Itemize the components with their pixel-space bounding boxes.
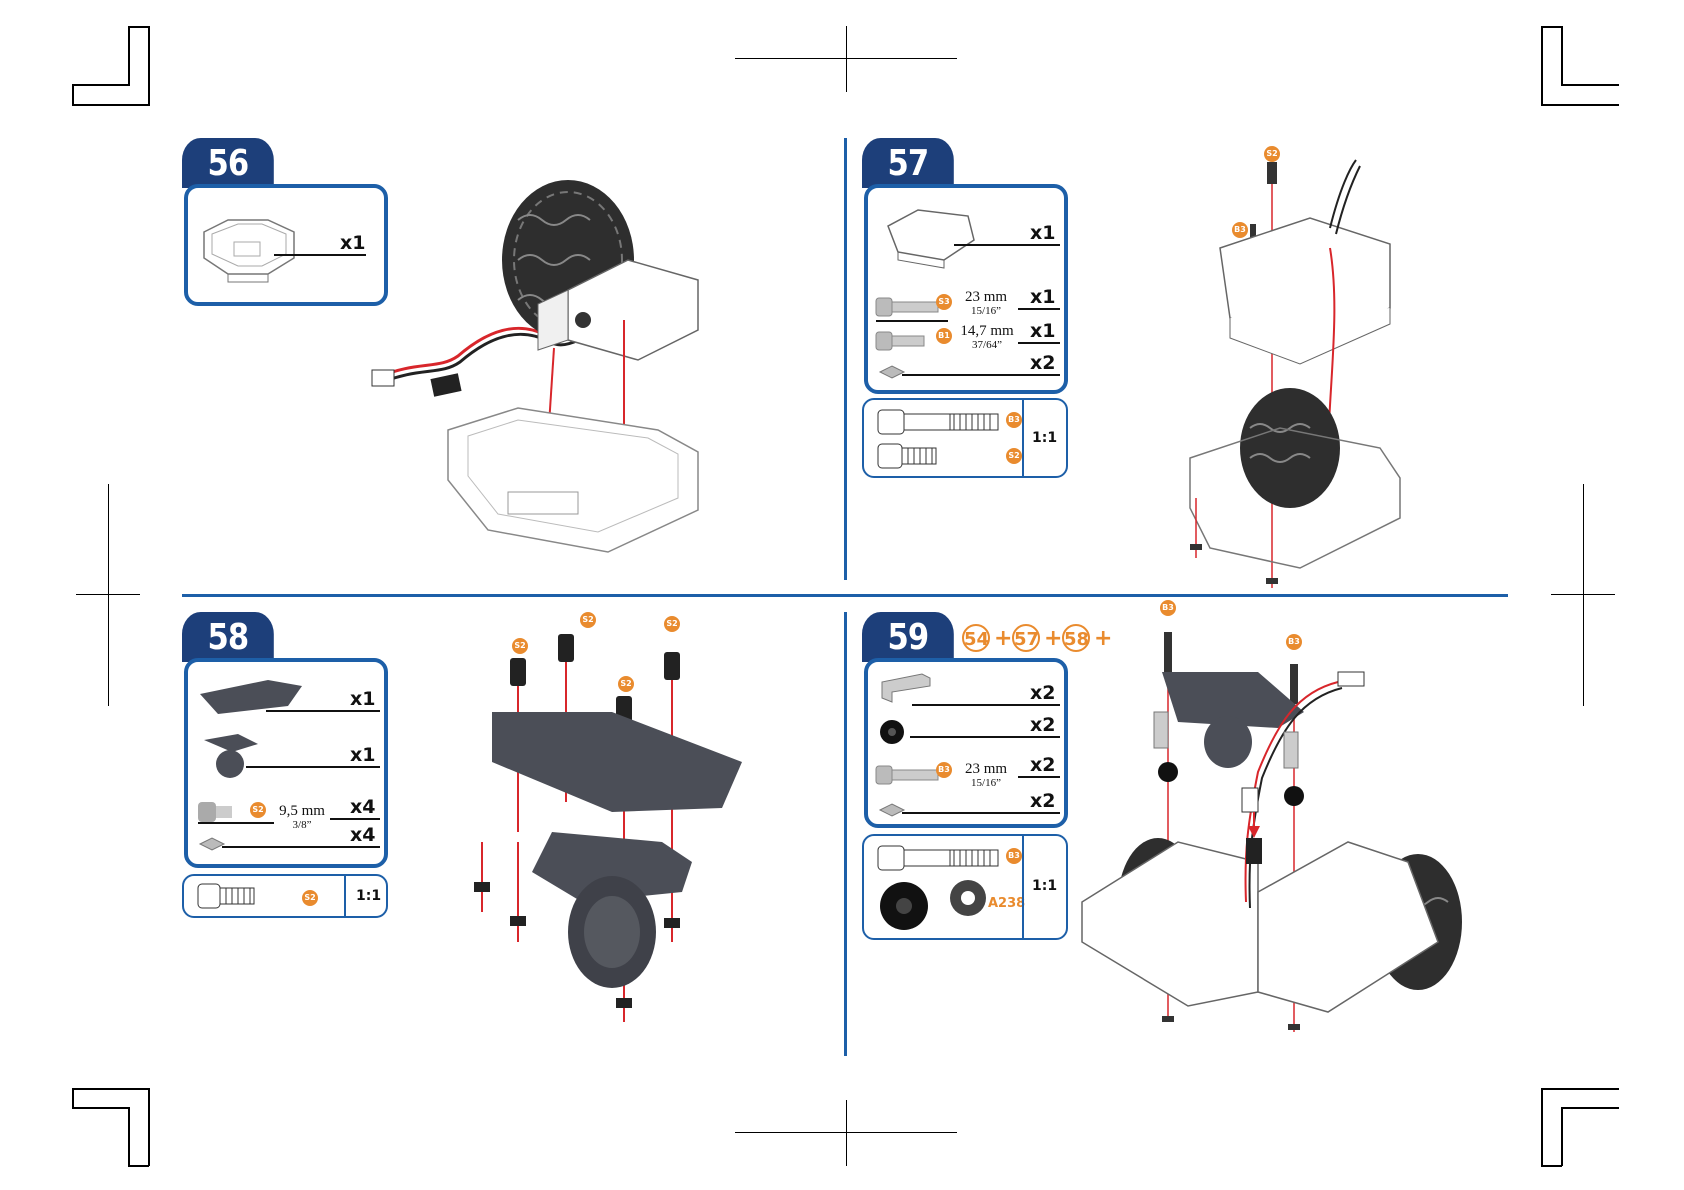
quantity-label: x1 [1030, 320, 1055, 342]
divider-vertical-top [844, 138, 847, 580]
plus-sign: + [1044, 626, 1062, 651]
quantity-label: x1 [1030, 222, 1055, 244]
quantity-label: x2 [1030, 352, 1055, 374]
part-badge: S3 [936, 294, 952, 310]
part-badge: B3 [1006, 848, 1022, 864]
bolt-23mm-icon [876, 292, 946, 322]
part-badge: B1 [936, 328, 952, 344]
step-reference: 57 [1012, 624, 1040, 652]
chassis-assembly-illustration [1078, 612, 1478, 1032]
part-badge: B3 [936, 762, 952, 778]
step-number: 57 [862, 138, 954, 188]
caster-wheel-icon [198, 730, 268, 784]
spacer-scale-icon [876, 878, 996, 938]
quantity-label: x4 [350, 824, 375, 846]
bolt-s2-scale-icon [198, 882, 268, 912]
bolt-23mm-icon [876, 760, 946, 790]
parts-box: x1 [184, 184, 388, 306]
bolt-s2-icon [198, 798, 248, 828]
bolt-14mm-icon [876, 326, 936, 356]
part-badge: B3 [1286, 634, 1302, 650]
quantity-label: x2 [1030, 714, 1055, 736]
quantity-label: x1 [340, 232, 365, 254]
quantity-label: x4 [350, 796, 375, 818]
part-badge: S2 [512, 638, 528, 654]
scale-box: S2 1:1 [182, 874, 388, 918]
part-badge: S2 [580, 612, 596, 628]
part-badge: S2 [618, 676, 634, 692]
divider-vertical-bottom [844, 612, 847, 1056]
part-badge: S2 [664, 616, 680, 632]
servo-case-bottom-icon [198, 202, 318, 292]
part-badge: S2 [1264, 146, 1280, 162]
step-number: 56 [182, 138, 274, 188]
quantity-label: x2 [1030, 682, 1055, 704]
quantity-label: x1 [350, 744, 375, 766]
scale-box: B3 S2 1:1 [862, 398, 1068, 478]
quantity-label: x2 [1030, 790, 1055, 812]
bolt-b3-scale-icon [878, 844, 1008, 874]
divider-horizontal [182, 594, 1508, 597]
part-badge: B3 [1232, 222, 1248, 238]
bolt-s2-scale-icon [878, 442, 948, 472]
servo-wheel-assembly-illustration [368, 180, 728, 560]
part-code: A238 [988, 896, 1025, 911]
servo-case-assembly-illustration [1180, 148, 1420, 588]
step-reference: 54 [962, 624, 990, 652]
quantity-label: x1 [1030, 286, 1055, 308]
bolt-b3-scale-icon [878, 408, 1008, 438]
spacer-icon [878, 718, 908, 748]
part-badge: B3 [1006, 412, 1022, 428]
scale-ratio: 1:1 [356, 888, 381, 904]
scale-ratio: 1:1 [1032, 430, 1057, 446]
quantity-label: x2 [1030, 754, 1055, 776]
plus-sign: + [994, 626, 1012, 651]
part-badge: S2 [250, 802, 266, 818]
servo-case-top-icon [878, 196, 988, 276]
caster-plate-assembly-illustration [462, 612, 722, 1022]
quantity-label: x1 [350, 688, 375, 710]
step-number: 58 [182, 612, 274, 662]
part-badge: B3 [1160, 600, 1176, 616]
bracket-icon [878, 670, 938, 704]
part-badge: S2 [1006, 448, 1022, 464]
step-number: 59 [862, 612, 954, 662]
scale-box: B3 A238 1:1 [862, 834, 1068, 940]
scale-ratio: 1:1 [1032, 878, 1057, 894]
part-badge: S2 [302, 890, 318, 906]
